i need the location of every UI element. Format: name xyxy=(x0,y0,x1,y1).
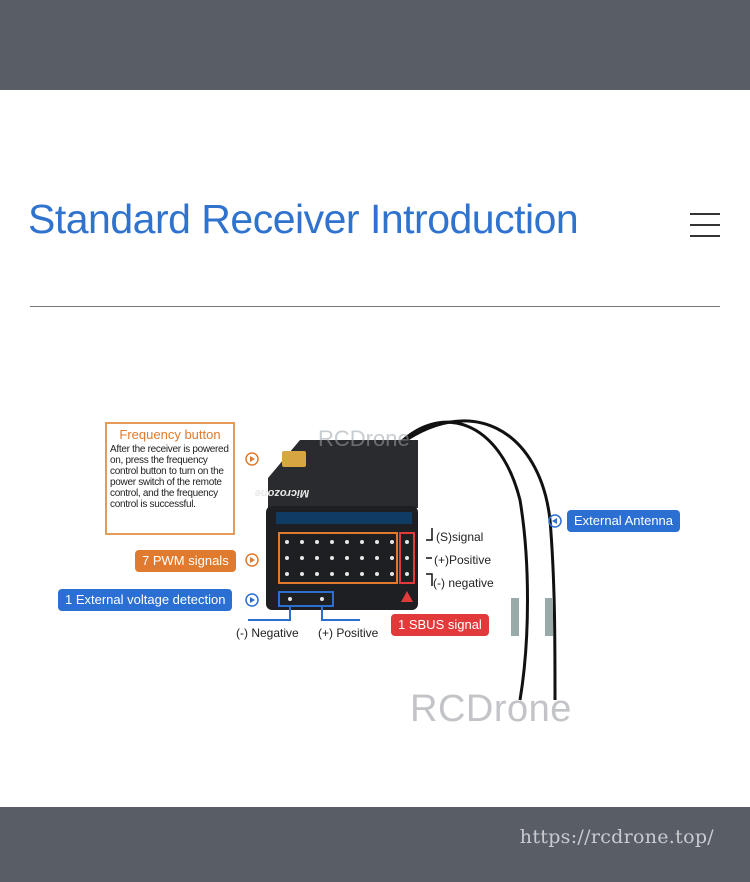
top-banner xyxy=(0,0,750,90)
frequency-button-label: Frequency button After the receiver is p… xyxy=(105,422,235,535)
watermark: RCDrone xyxy=(410,688,572,730)
antenna-label: External Antenna xyxy=(567,510,681,532)
frequency-title: Frequency button xyxy=(119,427,221,442)
menu-icon-bar xyxy=(690,235,720,237)
overlay-watermark: RCDrone xyxy=(318,426,410,451)
frequency-description: After the receiver is powered on, press … xyxy=(110,444,229,510)
pin-negative-label: (-) negative xyxy=(433,576,494,590)
menu-icon xyxy=(690,213,720,215)
footer-url[interactable]: https://rcdrone.top/ xyxy=(519,826,714,848)
volt-highlight xyxy=(278,591,334,607)
sbus-highlight xyxy=(399,532,415,584)
volt-negative-label: (-) Negative xyxy=(236,626,299,640)
receiver-label-strip xyxy=(276,512,412,524)
footer-bar xyxy=(0,807,750,882)
pin-positive-label: (+)Positive xyxy=(434,553,492,567)
device-brand: Microzone xyxy=(255,487,309,499)
arrow-icon xyxy=(245,452,259,466)
arrow-icon xyxy=(245,553,259,567)
divider xyxy=(30,306,720,307)
menu-button[interactable] xyxy=(690,212,720,238)
antenna-tip-left xyxy=(511,598,519,636)
pwm-label: 7 PWM signals xyxy=(135,550,236,572)
pin-signal-label: (S)signal xyxy=(436,530,484,544)
page-title: Standard Receiver Introduction xyxy=(28,196,579,242)
ext-voltage-label: 1 External voltage detection xyxy=(58,589,233,611)
sbus-label: 1 SBUS signal xyxy=(391,614,489,636)
menu-icon-bar xyxy=(690,224,720,226)
volt-positive-label: (+) Positive xyxy=(318,626,379,640)
arrow-icon xyxy=(548,514,562,528)
warning-icon xyxy=(401,591,413,602)
frequency-button-shape xyxy=(282,451,306,467)
antenna-tip-right xyxy=(545,598,553,636)
pwm-highlight xyxy=(278,532,398,584)
arrow-icon xyxy=(245,593,259,607)
antenna-wire-right xyxy=(394,419,557,701)
pwm-pins xyxy=(285,540,394,576)
